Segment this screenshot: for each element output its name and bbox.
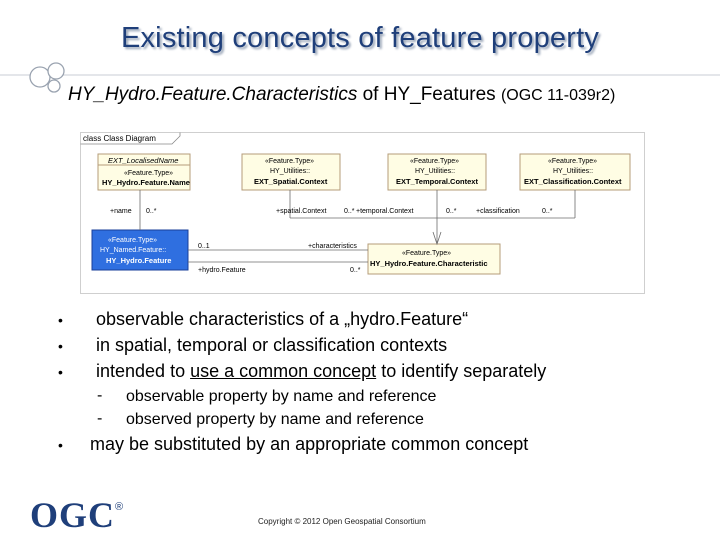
slide-title: Existing concepts of feature property	[120, 22, 600, 54]
label-classification-mult: 0..*	[542, 208, 553, 215]
box-temporal-line2: HY_Utilities::	[415, 168, 455, 175]
sub-bullet-1: observable property by name and referenc…	[126, 388, 437, 405]
box-hydro-feature-characteristic: «Feature.Type» HY_Hydro.Feature.Characte…	[367, 243, 501, 275]
sub-bullet-2: observed property by name and reference	[126, 411, 424, 428]
bullet-3: intended to use a common concept to iden…	[96, 361, 546, 382]
registered-mark: ®	[115, 501, 125, 513]
ogc-logo: OGC®	[30, 494, 124, 536]
box-classification-line2: HY_Utilities::	[553, 168, 593, 175]
box-localised-name-line3: HY_Hydro.Feature.Name	[102, 178, 190, 187]
sub-bullet-dash: -	[97, 410, 103, 427]
box-char-line1: «Feature.Type»	[402, 250, 451, 257]
bullet-dot: •	[58, 437, 63, 453]
bullet-4: may be substituted by an appropriate com…	[90, 434, 529, 454]
bullet-2: in spatial, temporal or classification c…	[96, 335, 448, 355]
box-classification-context: «Feature.Type» HY_Utilities:: EXT_Classi…	[519, 153, 631, 191]
box-localised-name-line1: EXT_LocalisedName	[108, 156, 178, 165]
label-characteristics: +characteristics	[308, 243, 357, 250]
box-named-feature: «Feature.Type» HY_Named.Feature:: HY_Hyd…	[91, 229, 189, 271]
label-classification: +classification	[476, 208, 520, 215]
label-name: +name	[110, 208, 132, 215]
label-char-mult: 0..1	[198, 243, 210, 250]
label-temporal-mult: 0..*	[446, 208, 457, 215]
box-named-line3: HY_Hydro.Feature	[106, 256, 171, 265]
box-spatial-line3: EXT_Spatial.Context	[254, 177, 328, 186]
box-temporal-line3: EXT_Temporal.Context	[396, 177, 478, 186]
bullet-3-post: to identify separately	[376, 361, 547, 381]
copyright: Copyright © 2012 Open Geospatial Consort…	[258, 517, 426, 526]
ogc-logo-text: OGC	[30, 495, 116, 535]
label-hydrofeature: +hydro.Feature	[198, 267, 246, 274]
box-named-line1: «Feature.Type»	[108, 237, 157, 244]
box-localised-name-line2: «Feature.Type»	[124, 170, 173, 177]
decorative-circles	[0, 62, 720, 93]
label-spatial: +spatial.Context	[276, 208, 326, 215]
box-classification-line3: EXT_Classification.Context	[524, 177, 622, 186]
sub-bullet-dash: -	[97, 387, 103, 404]
subtitle-italic: HY_Hydro.Feature.Characteristics	[68, 84, 358, 105]
label-hydro-mult: 0..*	[350, 267, 361, 274]
subtitle-mid: of HY_Features	[357, 84, 501, 105]
slide-subtitle: HY_Hydro.Feature.Characteristics of HY_F…	[68, 84, 615, 106]
frame-label: class Class Diagram	[83, 134, 156, 143]
uml-class-diagram: class Class Diagram EXT_LocalisedName «F…	[80, 132, 645, 294]
label-spatial-mult: 0..*	[344, 208, 355, 215]
bullet-dot: •	[58, 338, 63, 354]
box-localised-name: EXT_LocalisedName «Feature.Type» HY_Hydr…	[97, 153, 191, 191]
bullet-3-underlined: use a common concept	[190, 361, 377, 381]
subtitle-ref: (OGC 11-039r2)	[500, 87, 616, 104]
box-classification-line1: «Feature.Type»	[548, 158, 597, 165]
label-name-mult: 0..*	[146, 208, 157, 215]
box-temporal-line1: «Feature.Type»	[410, 158, 459, 165]
box-spatial-context: «Feature.Type» HY_Utilities:: EXT_Spatia…	[241, 153, 341, 191]
bullet-dot: •	[58, 312, 63, 328]
box-spatial-line1: «Feature.Type»	[265, 158, 314, 165]
bullet-dot: •	[58, 364, 63, 380]
box-spatial-line2: HY_Utilities::	[270, 168, 310, 175]
bullet-3-pre: intended to	[96, 361, 191, 381]
box-char-line2: HY_Hydro.Feature.Characteristic	[370, 259, 488, 268]
box-temporal-context: «Feature.Type» HY_Utilities:: EXT_Tempor…	[387, 153, 487, 191]
box-named-line2: HY_Named.Feature::	[100, 247, 166, 254]
label-temporal: +temporal.Context	[356, 208, 413, 215]
bullet-1: observable characteristics of a „hydro.F…	[96, 309, 469, 329]
